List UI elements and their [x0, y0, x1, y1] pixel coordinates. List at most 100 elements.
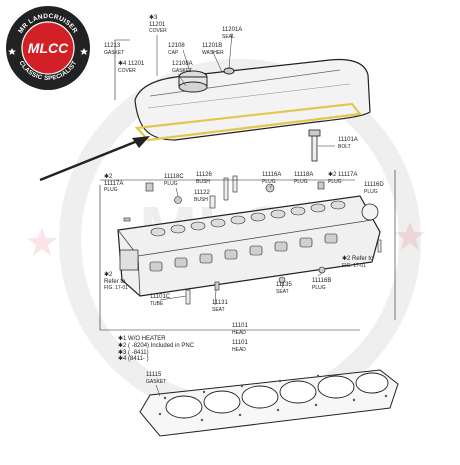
label-number: 11101 — [232, 340, 248, 346]
label-11126-bush: 11126 BUSH — [196, 172, 212, 185]
label-11117A-plug-right: ✱2 11117A PLUG — [328, 172, 357, 185]
label-desc: PLUG — [312, 284, 326, 291]
label-number: 11118C — [164, 174, 184, 180]
label-number: 11122 — [194, 190, 210, 196]
label-number: 12108 — [168, 43, 185, 49]
label-desc: BUSH — [196, 178, 210, 185]
cover-gasket-highlight — [134, 102, 363, 142]
label-number: 11101C — [150, 294, 171, 300]
label-desc: HEAD — [232, 346, 246, 353]
head-gasket — [139, 369, 399, 437]
label-number: 11101A — [338, 137, 358, 143]
label-number: Refer to — [104, 278, 126, 285]
label-11118A-plug: 11118A PLUG — [294, 172, 313, 185]
valve-cover — [134, 58, 371, 142]
label-desc: PLUG — [262, 178, 276, 185]
label-desc: BOLT — [338, 143, 351, 150]
label-number: 11117A — [104, 180, 124, 187]
footnote-1: ✱1 W/O HEATER — [118, 336, 166, 342]
label-desc: BUSH — [194, 196, 208, 203]
watermark-star-left — [27, 228, 57, 256]
cylinder-head — [117, 175, 382, 305]
label-desc: TUBE — [150, 300, 164, 307]
label-desc: WASHER — [202, 49, 224, 56]
logo-star-right — [80, 48, 88, 55]
label-11201-cover: ✱3 11201 COVER — [149, 15, 167, 35]
label-12108-cap: 12108 CAP — [168, 43, 185, 56]
label-desc: SEAT — [276, 288, 289, 295]
label-desc: GASKET — [146, 378, 167, 385]
label-desc: GASKET — [104, 49, 125, 56]
label-11201B-washer: 11201B WASHER — [202, 43, 224, 56]
label-desc: PLUG — [294, 178, 308, 185]
label-number: 11201A — [222, 27, 243, 33]
label-number: 11115 — [146, 372, 162, 378]
label-11117A-plug-left: ✱2 11117A PLUG — [104, 174, 123, 194]
label-desc: PLUG — [104, 187, 118, 193]
label-12108A-gasket: 12108A GASKET — [172, 61, 193, 74]
label-11135-seat: 11135 SEAT — [276, 282, 292, 295]
label-11116A-plug: 11116A PLUG — [262, 172, 281, 185]
logo-center-text: MLCC — [28, 40, 69, 56]
label-number: 11201 — [149, 21, 166, 28]
label-desc: PLUG — [164, 180, 178, 187]
label-11101-head: 11101 HEAD — [232, 323, 248, 336]
head-bolt — [308, 129, 321, 162]
label-desc: FIG. 17-01 — [342, 262, 366, 269]
label-refer-fig-left: ✱2 Refer to FIG. 17-01 — [104, 272, 128, 292]
label-11101C-tube: 11101C TUBE — [150, 294, 170, 307]
label-11122-bush: 11122 BUSH — [194, 190, 210, 203]
label-number: 11201 — [128, 61, 145, 67]
pointer-arrow — [39, 136, 150, 182]
label-number: 11201B — [202, 43, 223, 49]
label-number: Refer to — [352, 256, 374, 262]
label-11213-gasket: 11213 GASKET — [104, 43, 124, 56]
label-desc: COVER — [118, 67, 136, 74]
label-desc: CAP — [168, 49, 179, 56]
label-number: 11101 — [232, 323, 248, 329]
label-11115-gasket: 11115 GASKET — [146, 372, 166, 385]
logo-badge: MR LANDCRUISER CLASSIC SPECIALIST MLCC — [6, 6, 90, 90]
label-11201A-seal: 11201A SEAL — [222, 27, 242, 40]
logo-star-left — [8, 48, 16, 55]
watermark-star-right — [395, 222, 425, 250]
label-11116B-plug: 11116B PLUG — [312, 278, 331, 291]
label-number: 11116D — [364, 182, 384, 188]
footnote-2: ✱2 ( -8204) Included in PNC — [118, 342, 195, 349]
label-11118C-plug: 11118C PLUG — [164, 174, 184, 187]
label-11101A-bolt: 11101A BOLT — [338, 137, 358, 150]
label-desc: SEAL — [222, 33, 235, 40]
footnote-3: ✱3 ( -8411) — [118, 349, 149, 356]
label-star: ✱2 — [104, 272, 113, 278]
label-number: 11135 — [276, 282, 292, 288]
label-number: 11117A — [338, 172, 358, 178]
footnotes: ✱1 W/O HEATER ✱2 ( -8204) Included in PN… — [118, 336, 194, 363]
label-11131-seat: 11131 SEAT — [212, 300, 228, 313]
label-number: 11213 — [104, 43, 121, 49]
label-refer-fig-right: ✱2 Refer to FIG. 17-01 — [342, 256, 373, 269]
leader-lines — [156, 32, 335, 306]
label-number: 11118A — [294, 172, 314, 178]
label-11116D-plug: 11116D PLUG — [364, 182, 384, 195]
label-number: 11116A — [262, 172, 282, 178]
label-star: ✱4 — [118, 61, 127, 67]
label-desc: FIG. 17-01 — [104, 285, 128, 291]
label-desc: COVER — [149, 28, 167, 34]
label-number: 11131 — [212, 300, 228, 306]
label-star: ✱3 — [149, 15, 158, 21]
label-11101-head-alt: 11101 HEAD — [232, 340, 248, 353]
footnote-4: ✱4 (8411- ) — [118, 356, 149, 363]
label-number: 11126 — [196, 172, 212, 178]
label-star: ✱2 — [328, 172, 337, 178]
label-desc: GASKET — [172, 67, 193, 74]
label-desc: HEAD — [232, 329, 246, 336]
label-number: 11116B — [312, 278, 332, 284]
mlcc-logo: MR LANDCRUISER CLASSIC SPECIALIST MLCC — [4, 4, 92, 92]
label-star: ✱2 — [342, 256, 351, 262]
label-desc: PLUG — [364, 188, 378, 195]
callout-frames — [99, 39, 396, 331]
label-number: 12108A — [172, 61, 193, 67]
label-11201-cover-alt: ✱4 11201 COVER — [118, 61, 144, 74]
